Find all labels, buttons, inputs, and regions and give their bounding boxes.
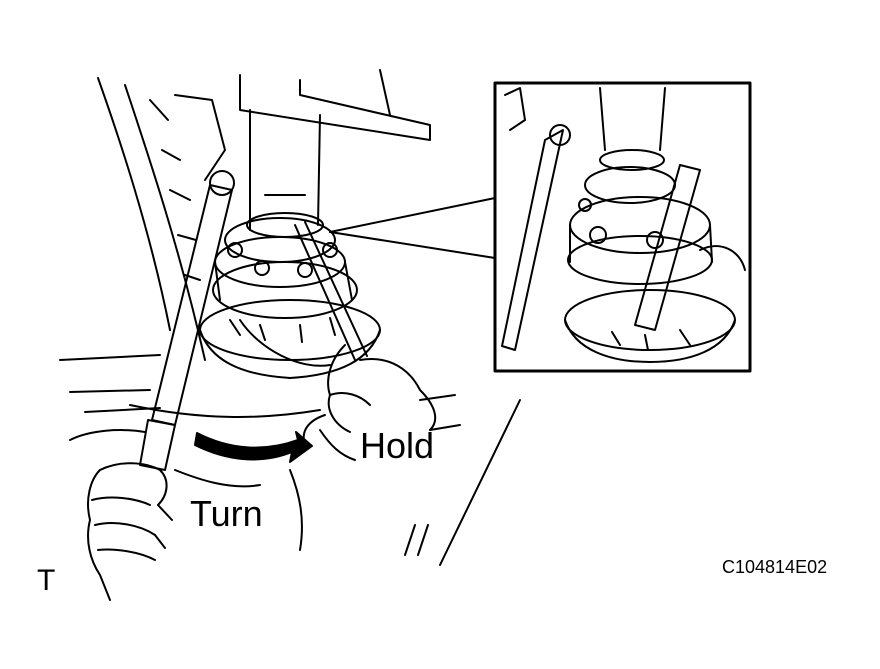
turn-label: Turn <box>190 493 263 534</box>
curved-turn-arrow <box>194 431 313 463</box>
figure-code: C104814E02 <box>722 557 828 577</box>
hand-holding <box>294 221 461 446</box>
forearm-lines <box>289 399 521 566</box>
hand-turning <box>87 462 261 601</box>
vehicle-body-lines <box>59 77 331 441</box>
hold-label: Hold <box>360 425 435 466</box>
torque-wrench-icon <box>139 170 235 471</box>
callout-pointer <box>329 197 496 259</box>
corner-mark: T <box>37 564 56 597</box>
driveshaft <box>239 69 431 238</box>
inset-detail <box>493 81 752 373</box>
